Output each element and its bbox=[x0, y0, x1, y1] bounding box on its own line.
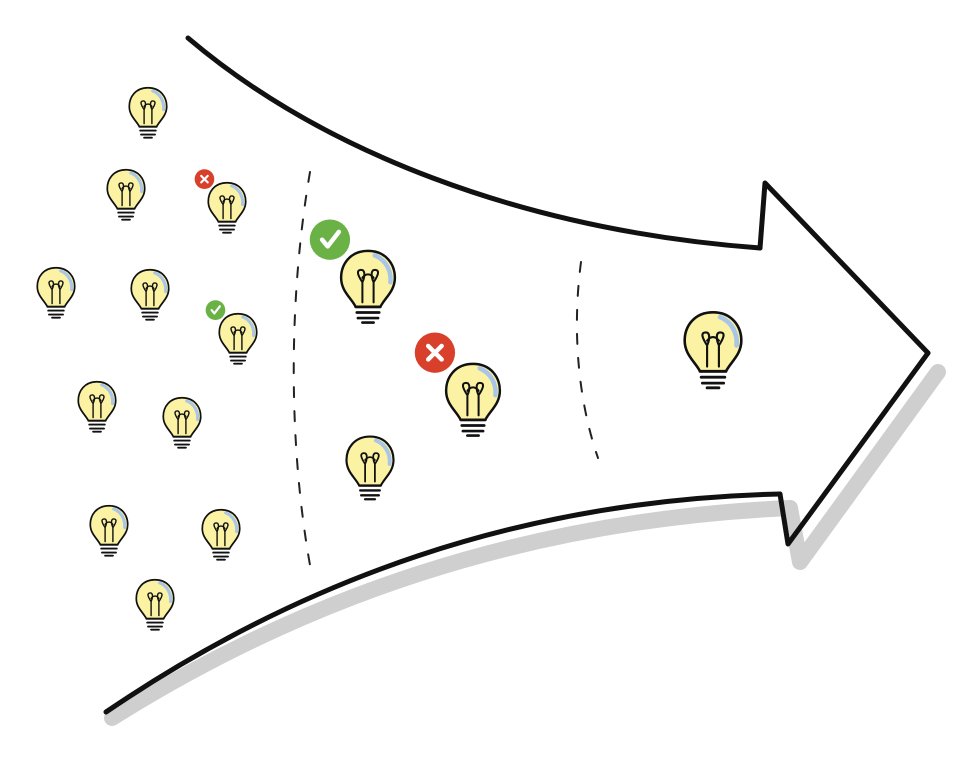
cross-badge-icon bbox=[193, 168, 216, 191]
lightbulb-icon bbox=[344, 434, 396, 502]
arrow-shape bbox=[103, 35, 931, 715]
lightbulb-icon bbox=[204, 299, 259, 366]
lightbulb-icon bbox=[129, 268, 171, 322]
arrow-bottom-edge bbox=[103, 491, 783, 715]
lightbulb-layer bbox=[35, 86, 742, 632]
lightbulb-icon bbox=[685, 312, 742, 388]
lightbulb-icon bbox=[134, 578, 176, 632]
lightbulb-icon bbox=[127, 86, 169, 140]
cross-badge-icon bbox=[415, 333, 455, 373]
lightbulb-icon bbox=[88, 504, 130, 558]
lightbulb-icon bbox=[161, 396, 203, 450]
checkmark-badge-icon bbox=[310, 220, 350, 260]
stage-divider bbox=[292, 171, 313, 577]
lightbulb-icon bbox=[105, 168, 147, 222]
arrow-top-edge bbox=[185, 35, 763, 251]
arrow-shadow bbox=[104, 364, 946, 726]
lightbulb-icon bbox=[35, 266, 77, 320]
lightbulb-icon bbox=[415, 333, 500, 436]
checkmark-badge-icon bbox=[204, 299, 227, 322]
lightbulb-icon bbox=[310, 220, 395, 323]
lightbulb-icon bbox=[193, 168, 248, 235]
stage-divider bbox=[575, 261, 599, 459]
arrow-head-top bbox=[757, 180, 931, 356]
arrow-head-bottom bbox=[777, 350, 931, 547]
lightbulb-icon bbox=[76, 380, 118, 434]
lightbulb-icon bbox=[200, 508, 242, 562]
